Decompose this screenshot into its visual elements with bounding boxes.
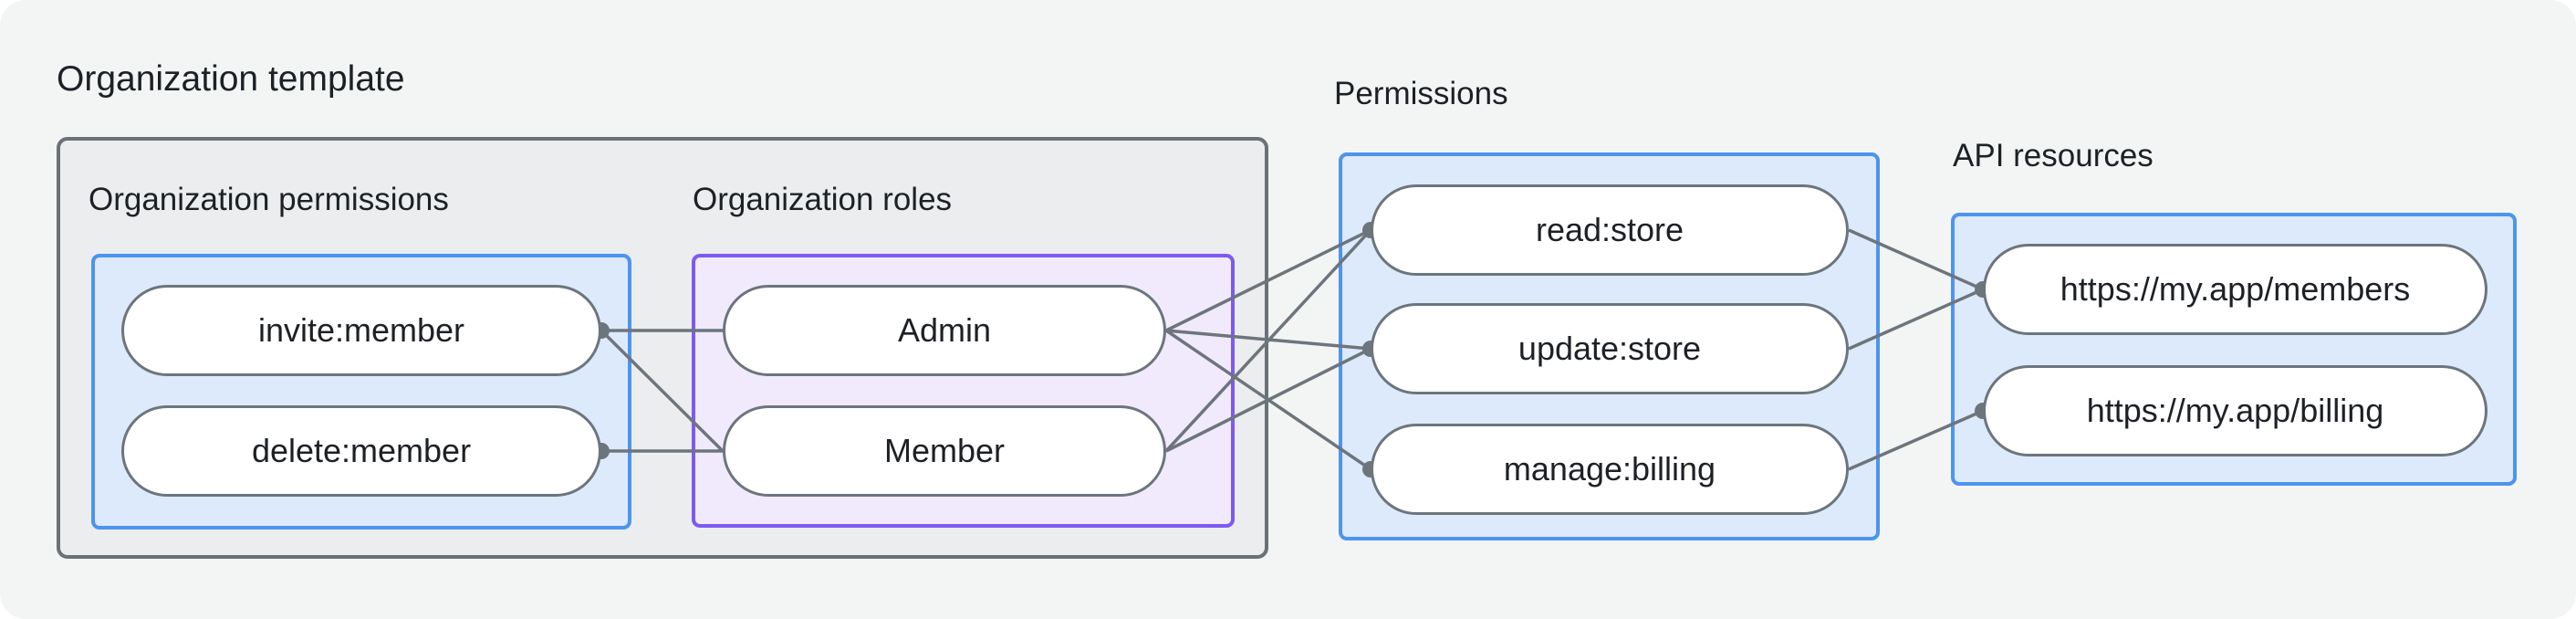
node-update-store: update:store bbox=[1371, 303, 1849, 394]
permissions-label: Permissions bbox=[1334, 76, 1508, 111]
node-member: Member bbox=[723, 405, 1166, 497]
node-api-members: https://my.app/members bbox=[1983, 244, 2487, 335]
node-manage-billing: manage:billing bbox=[1371, 424, 1849, 515]
node-api-billing: https://my.app/billing bbox=[1983, 365, 2487, 456]
api-resources-label: API resources bbox=[1953, 138, 2154, 173]
org-roles-label: Organization roles bbox=[693, 182, 953, 217]
node-delete-member: delete:member bbox=[121, 405, 601, 497]
node-invite-member: invite:member bbox=[121, 285, 601, 376]
page-title: Organization template bbox=[57, 59, 405, 99]
node-read-store: read:store bbox=[1371, 184, 1849, 276]
org-permissions-label: Organization permissions bbox=[89, 182, 449, 217]
node-admin: Admin bbox=[723, 285, 1166, 376]
